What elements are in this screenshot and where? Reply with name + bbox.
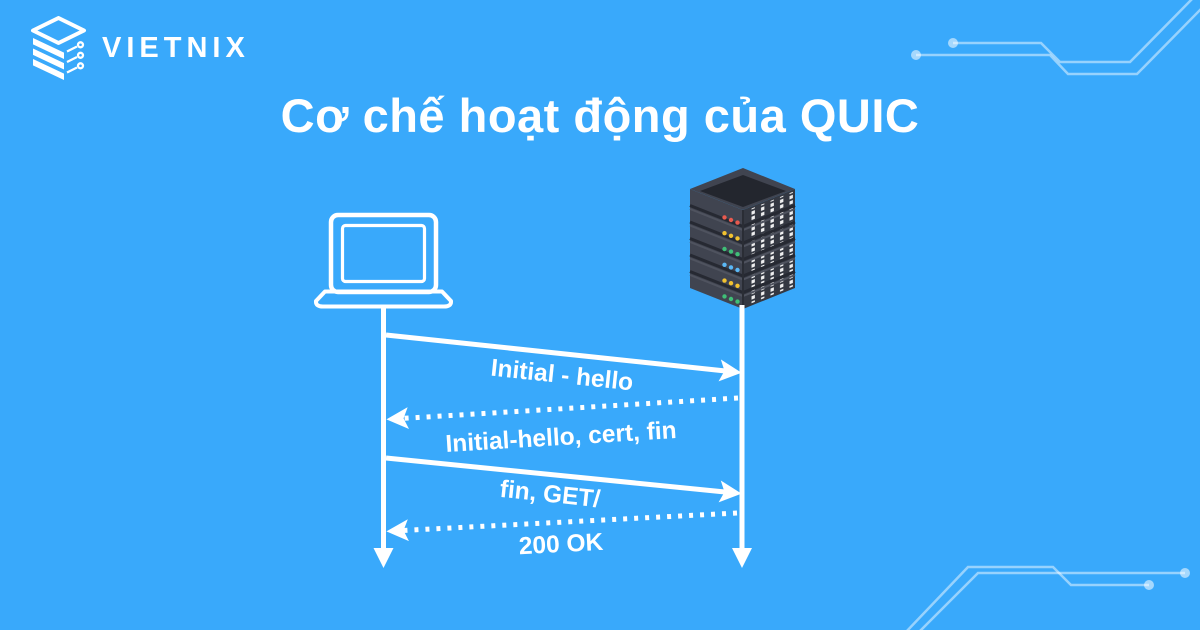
laptop-icon: [313, 212, 454, 309]
server-rack-icon: [689, 168, 796, 309]
lifeline-arrowhead: [373, 548, 394, 568]
server-led-row: [722, 246, 740, 257]
message-label: Initial-hello, cert, fin: [445, 417, 678, 458]
message-label: fin, GET/: [498, 476, 601, 513]
server-led-row: [722, 294, 740, 304]
server-slab-separators: [689, 204, 796, 309]
page-title: Cơ chế hoạt động của QUIC: [280, 89, 920, 142]
message-200-ok: 200 OK: [386, 510, 738, 560]
server-led-row: [722, 262, 740, 273]
logo: VIETNIX: [30, 16, 250, 81]
message-initial-hello-cert-fin: Initial-hello, cert, fin: [386, 395, 739, 458]
message-initial-hello: Initial - hello: [385, 332, 742, 396]
message-fin-get: fin, GET/: [385, 455, 742, 513]
circuit-trace-top-right: [911, 0, 1200, 76]
server-top-screen: [700, 175, 786, 207]
server-led-row: [722, 278, 740, 288]
message-label: 200 OK: [518, 529, 604, 560]
server-led-row: [722, 231, 740, 241]
client-lifeline: [373, 306, 394, 568]
logo-text: VIETNIX: [102, 32, 250, 64]
lifeline-arrowhead: [732, 548, 752, 568]
vietnix-stack-icon: [31, 16, 86, 80]
server-lifeline: [732, 305, 752, 568]
server-led-row: [722, 215, 740, 225]
circuit-trace-bottom-right: [906, 565, 1190, 630]
